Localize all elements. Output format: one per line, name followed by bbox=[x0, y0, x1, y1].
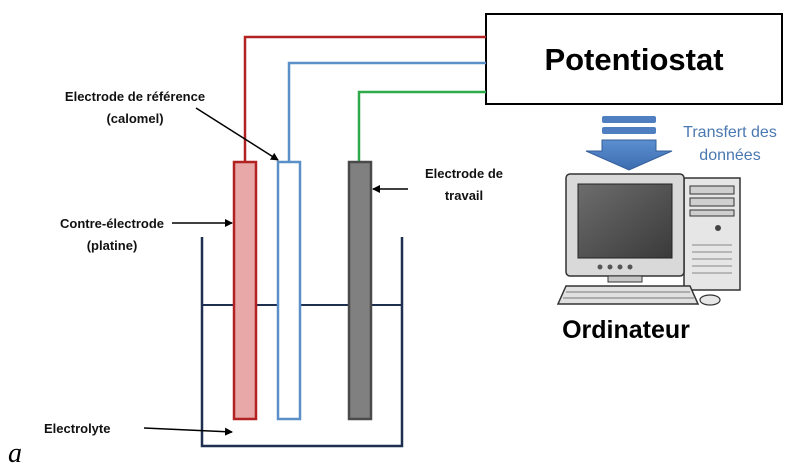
reference-electrode-label: Electrode de référence bbox=[65, 89, 205, 104]
working-electrode bbox=[347, 160, 373, 421]
working-electrode-wire bbox=[357, 90, 486, 162]
transfer-label-line2: données bbox=[699, 147, 760, 164]
electrolyte-pointer-arrow bbox=[143, 427, 233, 436]
figure-letter: a bbox=[8, 438, 22, 466]
counter-electrode-label: Contre-électrode bbox=[60, 216, 164, 231]
reference-electrode bbox=[276, 160, 302, 421]
desktop-computer-icon bbox=[556, 173, 741, 306]
working-electrode-sublabel: travail bbox=[445, 188, 483, 203]
reference-electrode-wire bbox=[287, 61, 486, 162]
potentiostat-box bbox=[485, 13, 783, 105]
electrolyte-label: Electrolyte bbox=[44, 421, 110, 436]
working-electrode-label: Electrode de bbox=[425, 166, 503, 181]
electrolyte-vessel bbox=[200, 237, 404, 448]
reference-pointer-arrow bbox=[195, 107, 279, 161]
reference-electrode-sublabel: (calomel) bbox=[106, 111, 163, 126]
counter-electrode bbox=[232, 160, 258, 421]
counter-electrode-sublabel: (platine) bbox=[87, 238, 138, 253]
counter-electrode-wire bbox=[243, 35, 486, 162]
computer-label: Ordinateur bbox=[562, 316, 690, 344]
potentiostat-label: Potentiostat bbox=[544, 42, 723, 77]
transfer-label-line1: Transfert des bbox=[683, 124, 777, 141]
data-transfer-arrow-icon bbox=[585, 116, 673, 171]
